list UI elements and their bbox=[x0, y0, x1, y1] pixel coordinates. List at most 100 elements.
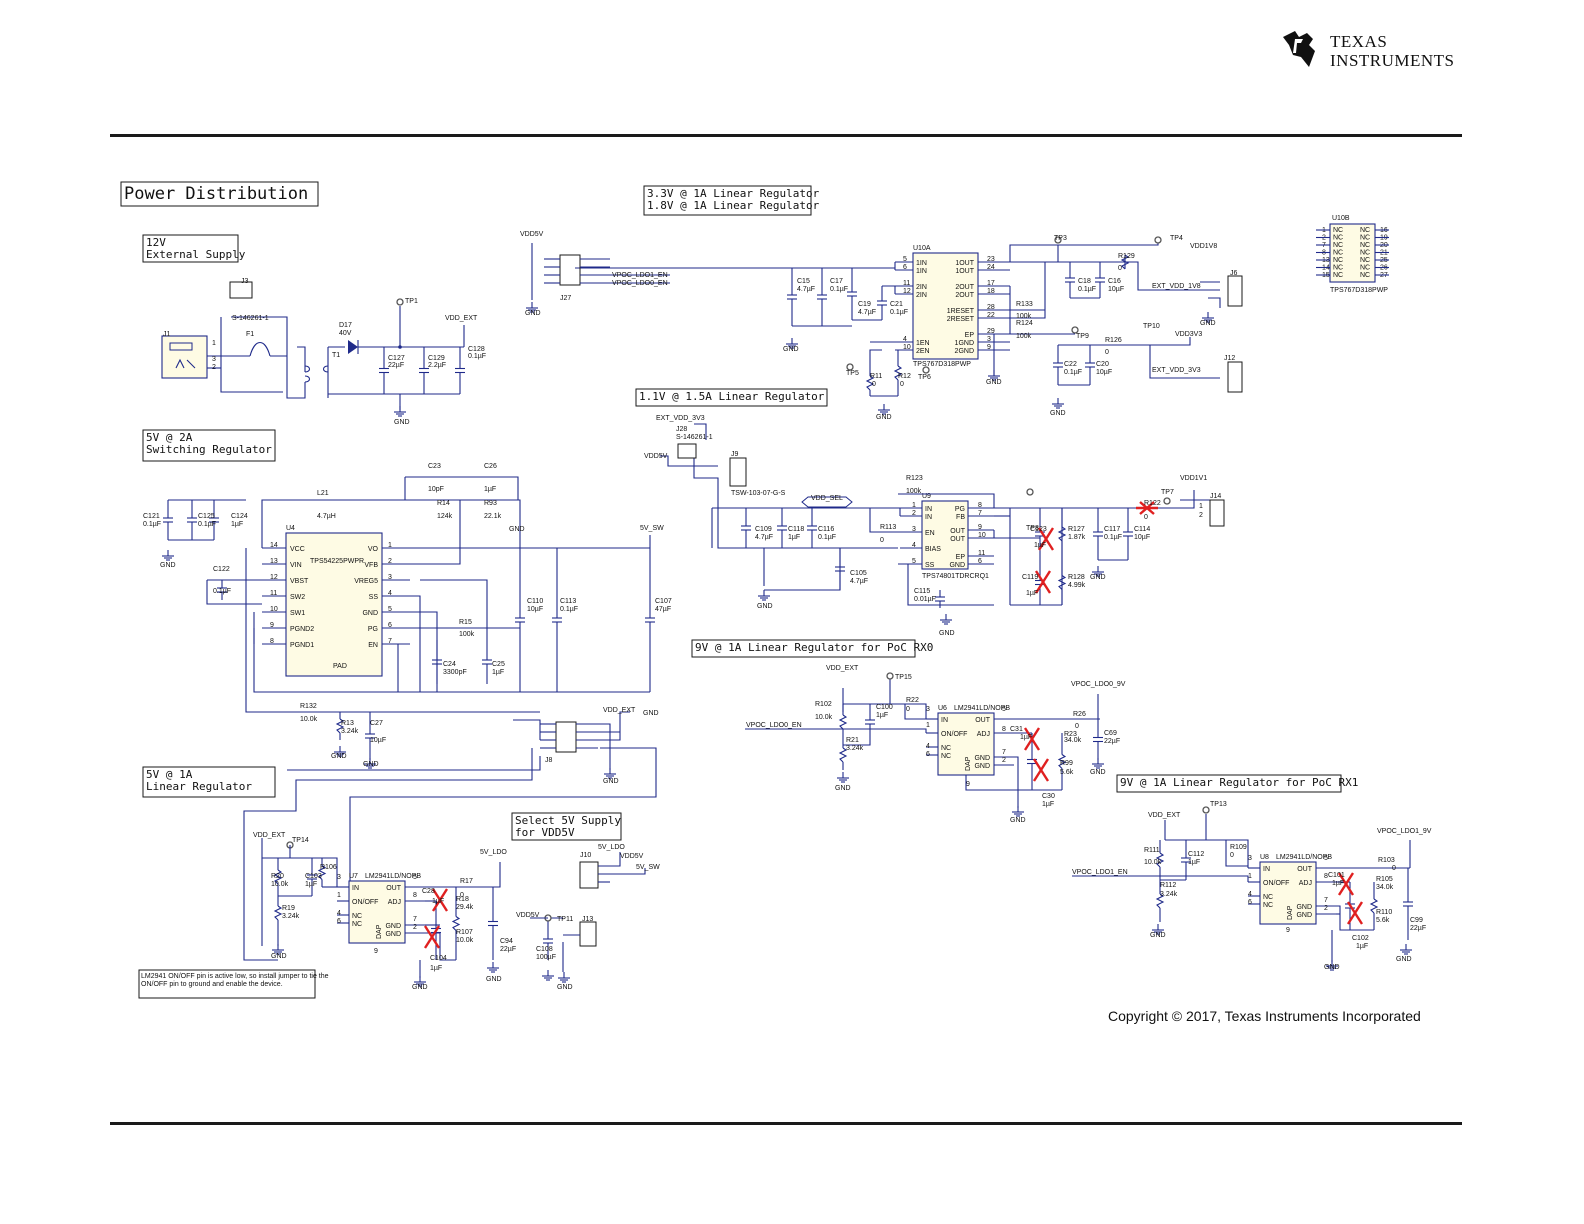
ic-pin-number: 8 bbox=[1324, 873, 1328, 880]
ic-pin-number: 1 bbox=[337, 892, 341, 899]
ic-pin-name: 1IN bbox=[916, 260, 927, 267]
ic-part-label: LM2941LD/NOPB bbox=[1276, 854, 1332, 861]
ic-pin-number: 9 bbox=[374, 948, 378, 955]
component-label: TP6 bbox=[918, 374, 931, 381]
resistor-symbol bbox=[1369, 898, 1379, 914]
section-3v3-1v8-linear-label: 3.3V @ 1A Linear Regulator bbox=[647, 187, 820, 200]
component-label: VDD5V bbox=[516, 912, 540, 919]
ic-pin-name: VIN bbox=[290, 562, 302, 569]
component-label: C100 bbox=[876, 704, 893, 711]
ic-pin-number: 13 bbox=[270, 558, 278, 565]
wire bbox=[410, 611, 438, 692]
component-label: EXT_VDD_3V3 bbox=[656, 415, 705, 422]
component-label: EXT_VDD_3V3 bbox=[1152, 367, 1201, 374]
ic-pin-name: NC bbox=[1333, 227, 1343, 234]
component-label: VPOC_LDO1_EN bbox=[612, 272, 668, 279]
component-label: R11 bbox=[870, 373, 882, 380]
ic-pin-number: 11 bbox=[903, 280, 910, 287]
component-label: R21 bbox=[846, 737, 859, 744]
component-label: J8 bbox=[545, 757, 553, 764]
ic-dap-label: DAP bbox=[376, 924, 383, 939]
component-label: GND bbox=[1010, 817, 1026, 824]
component-label: C116 bbox=[818, 526, 834, 533]
section-5v-linear-box bbox=[142, 766, 276, 798]
ic-pin-name: 2GND bbox=[955, 348, 974, 355]
component-label: R106 bbox=[320, 864, 337, 871]
wire bbox=[513, 719, 541, 740]
component-label: GND bbox=[1324, 964, 1340, 971]
wire bbox=[694, 423, 707, 440]
component-label: 5V_SW bbox=[640, 525, 664, 532]
component-label: VDD_EXT bbox=[603, 707, 636, 714]
ic-pin-name: NC bbox=[1333, 272, 1343, 279]
resistor-symbol bbox=[273, 869, 283, 885]
component-label: S-146261-1 bbox=[232, 315, 269, 322]
wire bbox=[882, 285, 896, 294]
wire bbox=[1150, 337, 1191, 346]
dc-jack-j1 bbox=[161, 335, 208, 379]
component-label: C99 bbox=[1410, 917, 1423, 924]
component-label: 0.1µF bbox=[560, 606, 578, 613]
jumper-j28 bbox=[677, 443, 697, 459]
dnp-mark-r110 bbox=[1346, 901, 1364, 925]
ic-u10b bbox=[1329, 223, 1376, 283]
component-label: GND bbox=[525, 310, 541, 317]
wire bbox=[220, 317, 283, 393]
ic-pin-number: 6 bbox=[1248, 899, 1252, 906]
ic-pin-name: IN bbox=[352, 885, 359, 892]
component-label: C20 bbox=[1096, 361, 1109, 368]
fuse-f1 bbox=[249, 341, 271, 357]
component-label: R132 bbox=[300, 703, 317, 710]
ic-pin-name: EP bbox=[956, 554, 966, 561]
ic-pin-name: VBST bbox=[290, 578, 309, 585]
component-label: GND bbox=[160, 562, 176, 569]
component-label: GND bbox=[1396, 956, 1412, 963]
wire bbox=[231, 316, 297, 399]
ic-pin-number: 8 bbox=[978, 502, 982, 509]
component-label: TP1 bbox=[405, 298, 418, 305]
component-label: R22 bbox=[906, 697, 919, 704]
component-label: J6 bbox=[1230, 270, 1238, 277]
ic-pin-number: 3 bbox=[337, 874, 341, 881]
component-label: 100k bbox=[1016, 333, 1032, 340]
section-select-5v-label: Select 5V Supply bbox=[515, 814, 621, 827]
wire bbox=[245, 548, 540, 713]
component-label: R23 bbox=[1064, 731, 1077, 738]
ic-pin-name: NC bbox=[1333, 257, 1343, 264]
component-label: 34.0k bbox=[1064, 737, 1082, 744]
component-label: 47µF bbox=[655, 606, 671, 613]
component-label: 0 bbox=[460, 892, 464, 899]
component-label: F1 bbox=[246, 331, 254, 338]
wire bbox=[297, 382, 306, 399]
resistor-symbol bbox=[1155, 893, 1165, 909]
component-label: TP8 bbox=[1026, 525, 1039, 532]
component-label: 1µF bbox=[430, 965, 442, 972]
component-label: 0.1µF bbox=[213, 588, 231, 595]
component-label: 10µF bbox=[1108, 286, 1124, 293]
ic-pin-number: 3 bbox=[926, 706, 930, 713]
wire bbox=[261, 499, 521, 548]
ti-logo-line1: TEXAS bbox=[1330, 32, 1388, 51]
ic-pin-name: PG bbox=[955, 506, 965, 513]
ic-pin-number: 12 bbox=[270, 574, 278, 581]
component-label: C15 bbox=[797, 278, 810, 285]
component-label: C114 bbox=[1134, 526, 1150, 533]
resistor-symbol bbox=[273, 905, 283, 921]
component-label: R17 bbox=[460, 878, 473, 885]
component-label: J10 bbox=[580, 852, 591, 859]
copyright-notice: Copyright © 2017, Texas Instruments Inco… bbox=[1108, 1008, 1421, 1024]
component-label: 5.6k bbox=[1060, 769, 1074, 776]
component-label: GND bbox=[394, 419, 410, 426]
component-label: GND bbox=[331, 753, 347, 760]
ic-pin-number: 2 bbox=[388, 558, 392, 565]
component-label: VDD5V bbox=[644, 453, 668, 460]
section-12v-external-label: 12V bbox=[146, 236, 166, 249]
component-label: R112 bbox=[1160, 882, 1176, 889]
component-label: R15 bbox=[459, 619, 472, 626]
ic-pin-number: 2 bbox=[912, 510, 916, 517]
ic-pin-name: VO bbox=[368, 546, 379, 553]
dnp-mark-c123 bbox=[1037, 527, 1055, 551]
ic-pin-name: IN bbox=[1263, 866, 1270, 873]
test-point bbox=[1026, 488, 1034, 496]
ic-pin-name: GND bbox=[1296, 912, 1312, 919]
